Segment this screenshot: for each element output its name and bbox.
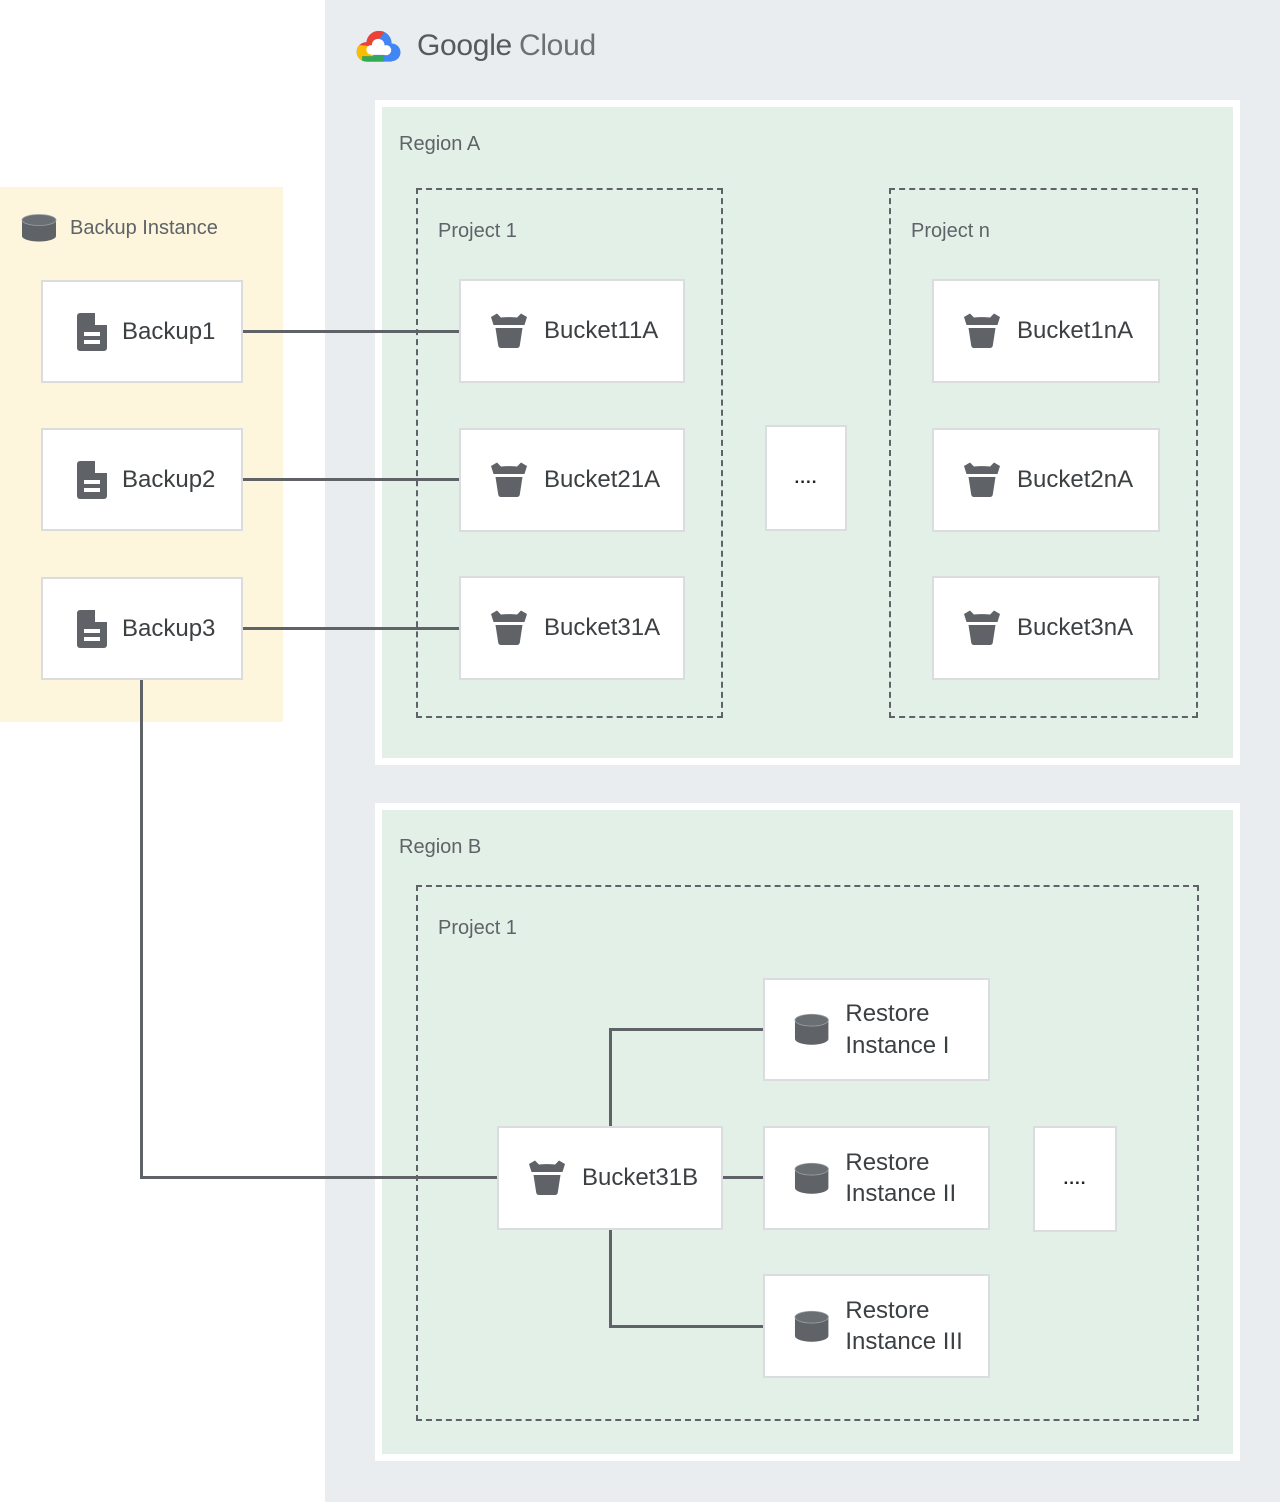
- node-bucket21a: Bucket21A: [459, 428, 685, 532]
- node-label: Restore Instance III: [845, 1296, 963, 1355]
- bucket-icon: [964, 610, 1000, 645]
- node-label: Bucket1nA: [1017, 317, 1134, 345]
- connector-bucket31b-restore3-horizontal: [609, 1325, 763, 1328]
- node-backup3: Backup3: [41, 577, 243, 680]
- connector-bucket31b-restore1-horizontal: [609, 1028, 763, 1031]
- node-label: Bucket11A: [544, 317, 659, 345]
- connector-backup3-bucket31a: [243, 627, 459, 630]
- node-restore-instance-3: Restore Instance III: [763, 1274, 990, 1378]
- connector-bucket31b-restore1-vertical: [609, 1028, 612, 1129]
- bucket-icon: [964, 313, 1000, 348]
- project-n-label: Project n: [911, 220, 990, 242]
- connector-backup3-bucket31b-vertical: [140, 679, 143, 1179]
- node-restore-instance-1: Restore Instance I: [763, 978, 990, 1081]
- file-icon: [77, 609, 107, 648]
- more-restores-box: ....: [1033, 1126, 1117, 1232]
- region-a-project-1: Project 1 Bucket11A Bucket21A: [416, 188, 723, 718]
- database-icon: [794, 1013, 829, 1045]
- project-1-label: Project 1: [438, 220, 517, 242]
- node-bucket2na: Bucket2nA: [932, 428, 1160, 532]
- connector-backup3-bucket31b-horizontal: [140, 1176, 497, 1179]
- region-a-label: Region A: [399, 133, 481, 155]
- database-icon: [794, 1162, 829, 1194]
- backup-instance-header: Backup Instance: [20, 214, 218, 243]
- region-b-panel: Region B Project 1 Bucket31B Restore In: [375, 803, 1240, 1461]
- logo-word-google: Google: [417, 29, 512, 62]
- node-bucket11a: Bucket11A: [459, 279, 685, 383]
- node-label: Bucket2nA: [1017, 466, 1134, 494]
- region-b-label: Region B: [399, 836, 482, 858]
- connector-bucket31b-restore3-vertical: [609, 1228, 612, 1328]
- node-label: Bucket31B: [582, 1164, 699, 1192]
- region-a-project-n: Project n Bucket1nA Bucket2nA: [889, 188, 1198, 718]
- node-label: Backup2: [122, 465, 216, 493]
- node-backup1: Backup1: [41, 280, 243, 383]
- database-icon: [21, 214, 57, 242]
- node-label: Bucket3nA: [1017, 614, 1134, 642]
- bucket-icon: [964, 462, 1000, 497]
- node-label: Restore Instance I: [845, 1000, 950, 1059]
- connector-bucket31b-restore2: [723, 1176, 763, 1179]
- ellipsis-text: ....: [1063, 1169, 1087, 1188]
- bucket-icon: [491, 462, 527, 497]
- node-bucket3na: Bucket3nA: [932, 576, 1160, 680]
- logo-word-cloud: Cloud: [518, 29, 596, 62]
- node-label: Backup3: [122, 614, 216, 642]
- node-label: Restore Instance II: [845, 1148, 957, 1207]
- file-icon: [77, 460, 107, 499]
- backup-instance-title: Backup Instance: [70, 217, 218, 239]
- ellipsis-text: ....: [794, 468, 818, 487]
- bucket-icon: [491, 313, 527, 348]
- node-label: Bucket21A: [544, 466, 661, 494]
- bucket-icon: [529, 1160, 565, 1195]
- node-bucket1na: Bucket1nA: [932, 279, 1160, 383]
- node-backup2: Backup2: [41, 428, 243, 531]
- file-icon: [77, 312, 107, 351]
- bucket-icon: [491, 610, 527, 645]
- database-icon: [794, 1310, 829, 1342]
- connector-backup2-bucket21a: [243, 478, 459, 481]
- region-a-panel: Region A Project 1 Bucket11A Buc: [375, 100, 1240, 765]
- more-projects-box: ....: [765, 425, 847, 531]
- google-cloud-logo-icon: [356, 30, 401, 62]
- region-b-project-1: Project 1 Bucket31B Restore Instance I: [416, 885, 1199, 1421]
- node-restore-instance-2: Restore Instance II: [763, 1126, 990, 1230]
- node-bucket31a: Bucket31A: [459, 576, 685, 680]
- connector-backup1-bucket11a: [243, 330, 459, 333]
- node-label: Bucket31A: [544, 614, 661, 642]
- node-bucket31b: Bucket31B: [497, 1126, 723, 1230]
- node-label: Backup1: [122, 317, 216, 345]
- project-1-label: Project 1: [438, 917, 517, 939]
